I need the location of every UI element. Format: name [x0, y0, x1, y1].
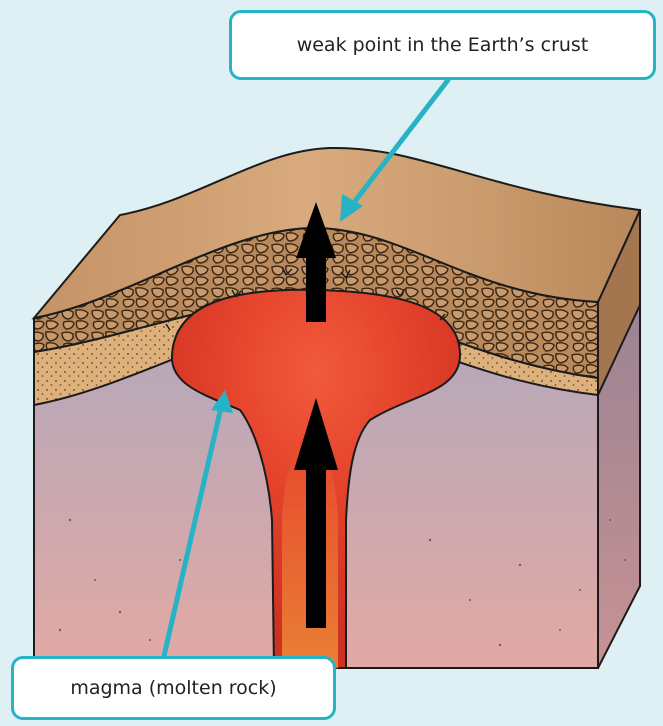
weak-point-text: weak point in the Earth’s crust [297, 34, 589, 56]
magma-label: magma (molten rock) [11, 656, 336, 720]
magma-text: magma (molten rock) [70, 677, 276, 699]
weak-point-label: weak point in the Earth’s crust [229, 10, 656, 80]
